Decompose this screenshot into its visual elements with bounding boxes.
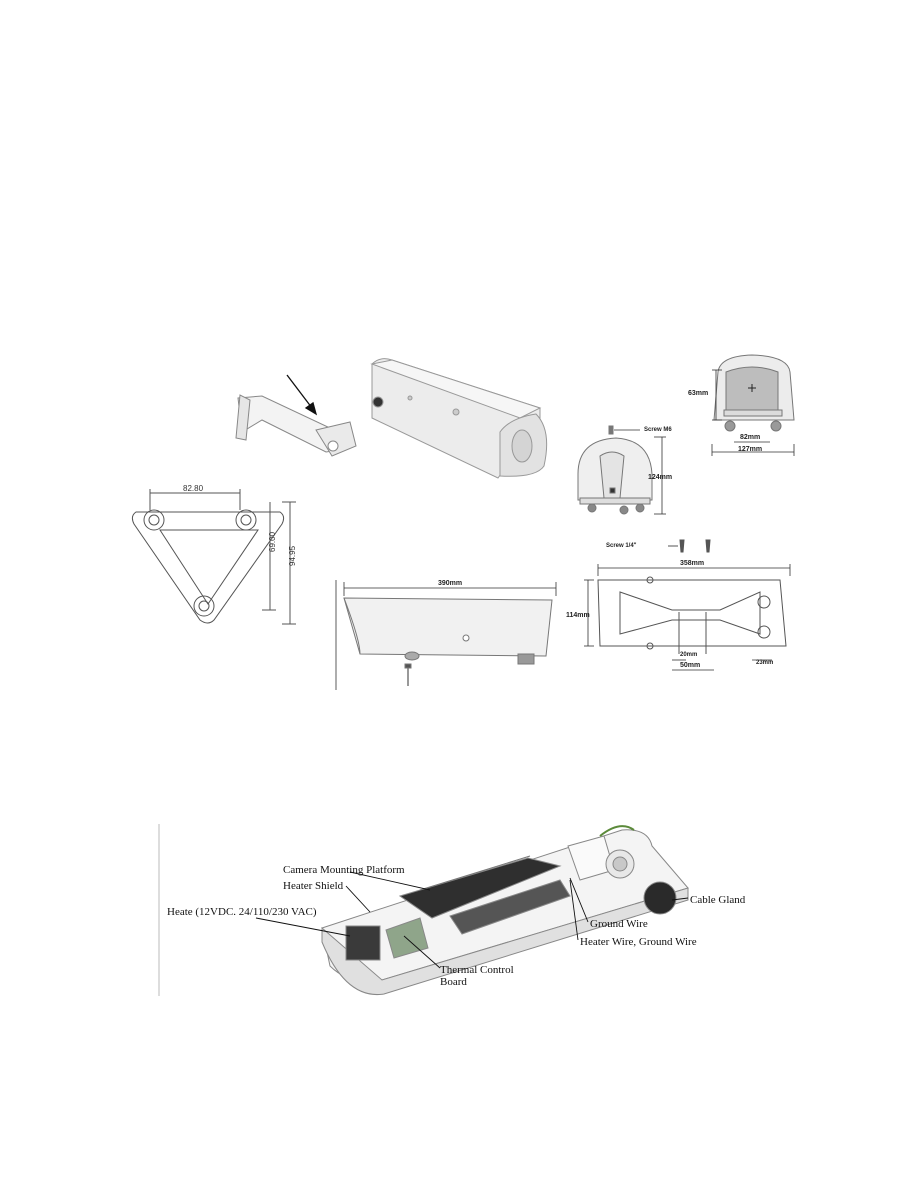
callout-lines	[255, 871, 689, 969]
housing-illustration	[370, 358, 548, 479]
bottom-width-dimension: 114mm	[566, 612, 590, 619]
side-length-dimension: 390mm	[438, 580, 463, 587]
bracket-inner-height-dimension: 69.00	[268, 531, 277, 552]
thermal-board-label: Thermal Control Board	[440, 964, 514, 988]
bottom-screw-label: Screw 1/4"	[606, 543, 637, 549]
bottom-small-spacing-dimension: 20mm	[680, 652, 698, 658]
pointer-arrow	[286, 374, 318, 416]
bracket-width-dimension: 82.80	[183, 484, 204, 493]
bottom-view-drawing	[597, 539, 787, 654]
bracket-outer-height-dimension: 94.95	[288, 545, 297, 566]
front-view-drawing	[577, 425, 653, 515]
rear-view-dimension-lines	[711, 369, 795, 456]
bottom-spacing-dimension: 50mm	[680, 662, 701, 669]
front-height-dimension: 124mm	[648, 474, 673, 481]
ground-wire-label: Ground Wire	[590, 918, 648, 930]
rear-view-drawing	[713, 354, 795, 432]
front-view-dimension-lines	[614, 429, 666, 515]
side-view-drawing	[343, 597, 553, 686]
bracket-technical-drawing	[131, 489, 296, 625]
rear-outer-width-dimension: 127mm	[738, 446, 763, 453]
camera-platform-label: Camera Mounting Platform	[283, 864, 405, 876]
heater-wire-label: Heater Wire, Ground Wire	[580, 936, 697, 948]
wall-bracket-illustration	[235, 394, 357, 457]
front-screw-label: Screw M6	[644, 427, 672, 433]
side-view-dimension-lines	[335, 580, 557, 690]
bottom-length-dimension: 358mm	[680, 560, 705, 567]
heater-shield-label: Heater Shield	[283, 880, 344, 892]
bottom-edge-dimension: 23mm	[756, 660, 774, 666]
rear-inner-width-dimension: 82mm	[740, 434, 761, 441]
heater-label: Heate (12VDC. 24/110/230 VAC)	[167, 906, 317, 918]
cable-gland-label: Cable Gland	[690, 894, 746, 906]
bottom-view-dimension-lines	[584, 564, 791, 671]
rear-height-dimension: 63mm	[688, 390, 709, 397]
